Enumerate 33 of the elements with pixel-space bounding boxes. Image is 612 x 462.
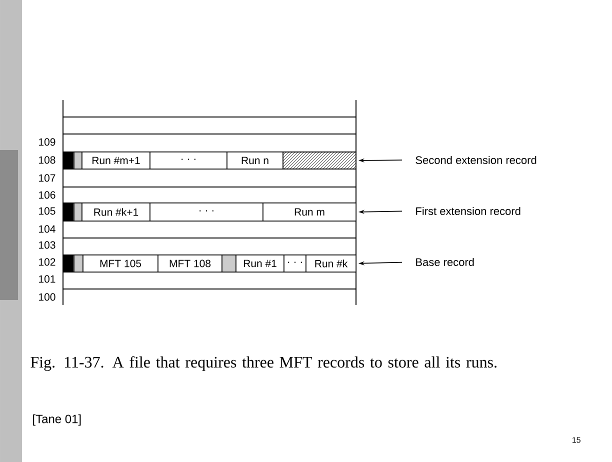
attribute-cell <box>74 254 84 272</box>
record-label: Second extension record <box>416 156 536 164</box>
header-cell <box>62 152 74 170</box>
run-cell: MFT 108 <box>158 254 222 272</box>
run-cell: Run #m+1 <box>82 152 150 170</box>
run-cell: · · · <box>284 254 306 272</box>
row-number: 108 <box>39 156 56 164</box>
run-cell: · · · <box>150 152 228 170</box>
attribute-cell <box>222 254 236 272</box>
run-cell: Run n <box>226 152 284 170</box>
caption: Fig. 11-37. A file that requires three MFT records to store all its runs. <box>30 356 496 371</box>
run-cell: Run #k+1 <box>82 202 150 222</box>
row-number: 109 <box>39 138 56 146</box>
row-number: 104 <box>39 225 56 233</box>
header-cell <box>62 254 74 272</box>
row-number: 101 <box>39 275 56 283</box>
row-number: 107 <box>39 174 56 182</box>
run-cell: Run m <box>262 202 356 222</box>
citation: [Tane 01] <box>33 414 81 426</box>
row-number: 105 <box>39 207 56 215</box>
page-number: 15 <box>572 437 580 443</box>
row-number: 100 <box>39 293 56 301</box>
record-label: Base record <box>416 258 474 266</box>
row-number: 103 <box>39 241 56 249</box>
run-cell: MFT 105 <box>82 254 158 272</box>
header-cell <box>62 202 74 222</box>
attribute-cell <box>74 152 82 170</box>
record-label: First extension record <box>416 206 520 216</box>
run-cell: · · · <box>150 202 264 222</box>
row-number: 102 <box>39 258 56 266</box>
attribute-cell <box>74 202 82 222</box>
unused-cell <box>282 152 356 170</box>
row-number: 106 <box>39 191 56 199</box>
